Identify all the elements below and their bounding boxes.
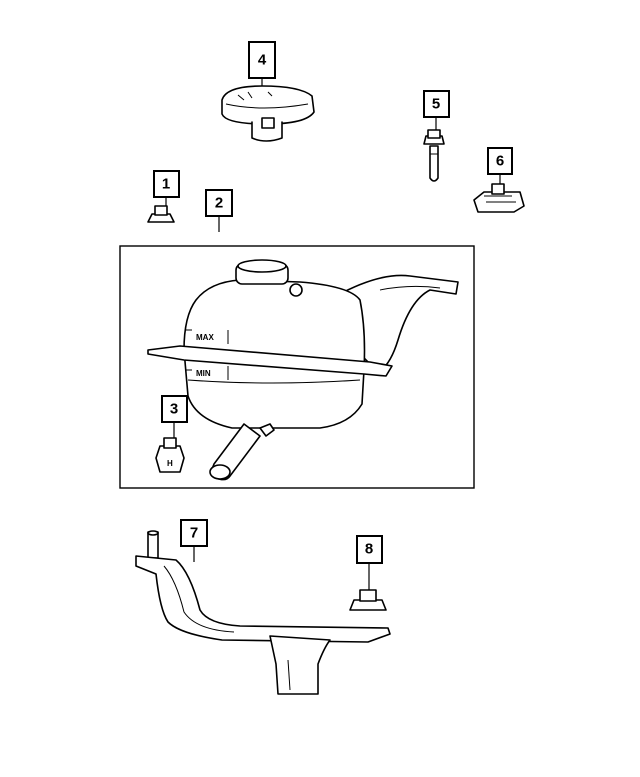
callout-3[interactable]: 3 <box>161 395 188 423</box>
hex-nut-8 <box>349 589 387 611</box>
svg-text:2: 2 <box>215 195 223 212</box>
svg-text:4: 4 <box>258 52 267 69</box>
callout-4[interactable]: 4 <box>248 41 276 79</box>
reservoir-frame <box>119 245 475 489</box>
callout-1[interactable]: 1 <box>153 170 180 198</box>
callout-5[interactable]: 5 <box>423 90 450 118</box>
reservoir-bracket <box>135 530 391 695</box>
callout-6[interactable]: 6 <box>487 147 513 175</box>
coolant-reservoir: MAX MIN <box>147 259 459 481</box>
svg-text:3: 3 <box>170 401 178 418</box>
clip-marking: H <box>167 459 173 468</box>
hose-clip: H <box>155 437 185 473</box>
min-marking: MIN <box>196 369 211 378</box>
svg-text:5: 5 <box>432 96 440 113</box>
callout-8[interactable]: 8 <box>356 535 383 564</box>
hex-nut-1 <box>147 205 175 223</box>
callout-7[interactable]: 7 <box>180 519 208 547</box>
svg-text:8: 8 <box>365 541 373 558</box>
callout-2[interactable]: 2 <box>205 189 233 217</box>
max-marking: MAX <box>196 333 214 342</box>
bolt <box>423 129 445 182</box>
clip-nut <box>473 183 525 213</box>
pressure-cap <box>221 85 315 142</box>
svg-text:1: 1 <box>162 176 170 193</box>
svg-text:6: 6 <box>496 153 504 170</box>
svg-text:7: 7 <box>190 525 198 542</box>
